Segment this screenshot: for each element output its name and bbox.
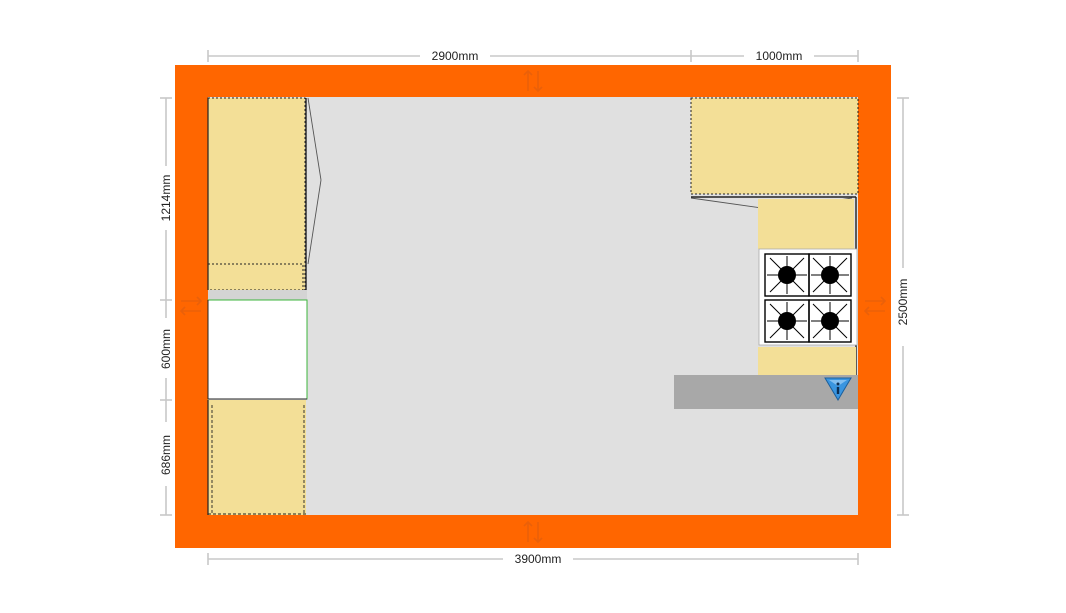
info-triangle-icon[interactable] xyxy=(824,377,852,401)
dimension-left-bottom: 686mm xyxy=(159,400,173,516)
wall-right-resize-handle[interactable] xyxy=(863,296,887,316)
wall-bottom-resize-handle[interactable] xyxy=(523,520,543,544)
double-arrow-icon xyxy=(179,296,203,316)
dimension-left-top: 1214mm xyxy=(159,97,173,301)
right-base-cabinet-bottom[interactable] xyxy=(758,347,856,375)
dimension-label: 686mm xyxy=(159,435,173,475)
dimension-label: 1214mm xyxy=(159,175,173,222)
double-arrow-icon xyxy=(523,69,543,93)
dimension-label: 3900mm xyxy=(515,552,562,566)
appliance-opening[interactable] xyxy=(207,299,308,400)
dimension-label: 2500mm xyxy=(896,279,910,326)
dimension-bottom: 3900mm xyxy=(207,552,859,566)
four-burner-hob-icon[interactable] xyxy=(758,248,858,346)
left-tall-cabinet[interactable] xyxy=(207,97,307,291)
left-counter-gap xyxy=(208,290,307,300)
double-arrow-icon xyxy=(523,520,543,544)
dimension-left-middle: 600mm xyxy=(159,300,173,401)
double-arrow-icon xyxy=(863,296,887,316)
dimension-top-right: 1000mm xyxy=(691,49,859,63)
right-base-cabinet-top[interactable] xyxy=(758,199,854,249)
left-cabinet-door-swing xyxy=(307,97,322,265)
dimension-label: 2900mm xyxy=(432,49,479,63)
dimension-label: 1000mm xyxy=(756,49,803,63)
left-base-cabinet[interactable] xyxy=(207,400,306,515)
wall-left-resize-handle[interactable] xyxy=(179,296,203,316)
right-upper-cabinet[interactable] xyxy=(690,97,859,195)
wall-top-resize-handle[interactable] xyxy=(523,69,543,93)
dimension-label: 600mm xyxy=(159,329,173,369)
dimension-top-left: 2900mm xyxy=(207,49,692,63)
dimension-right: 2500mm xyxy=(896,97,910,516)
